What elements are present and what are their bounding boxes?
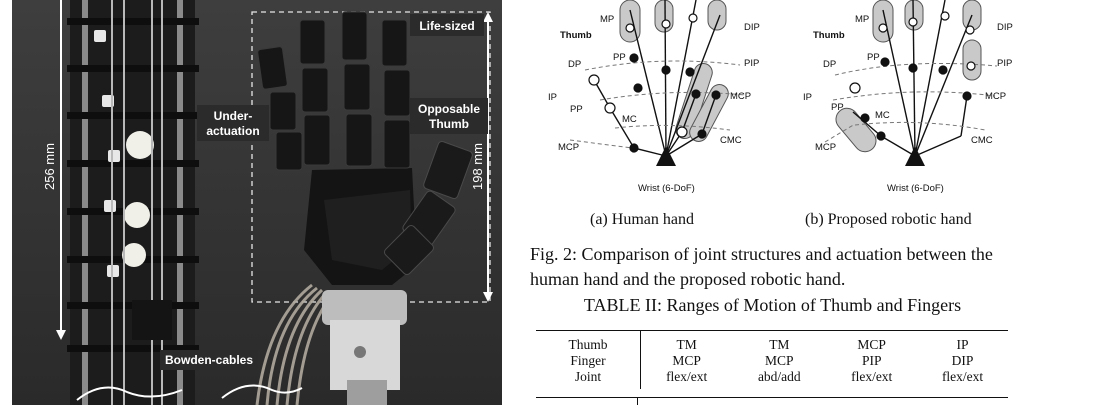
svg-text:DP: DP (568, 59, 581, 70)
label-opposable-thumb: Opposable Thumb (410, 98, 488, 134)
svg-text:MCP: MCP (558, 142, 579, 153)
svg-text:MCP: MCP (730, 91, 751, 102)
human-hand-diagram: Thumb DP IP PP MCP MP PP MC DIP PIP MCP … (548, 0, 760, 194)
svg-text:PP: PP (570, 104, 583, 115)
svg-text:MP: MP (855, 14, 869, 25)
svg-text:CMC: CMC (971, 135, 993, 146)
figure-caption: Fig. 2: Comparison of joint structures a… (530, 244, 993, 289)
svg-text:IP: IP (803, 92, 812, 103)
svg-text:MP: MP (600, 14, 614, 25)
table-rule (536, 397, 1008, 398)
table-rule (637, 398, 638, 405)
dimension-256: 256 mm (42, 0, 66, 340)
svg-text:Opposable: Opposable (418, 102, 480, 116)
svg-text:256 mm: 256 mm (42, 143, 57, 190)
svg-text:MC: MC (875, 110, 890, 121)
svg-text:Life-sized: Life-sized (419, 19, 474, 33)
svg-text:MCP: MCP (985, 91, 1006, 102)
subcaption-b: (b) Proposed robotic hand (805, 211, 972, 228)
label-life-sized: Life-sized (410, 14, 484, 36)
label-under-actuation: Under- actuation (197, 105, 269, 141)
label-bowden-cables: Bowden-cables (160, 350, 258, 370)
svg-text:CMC: CMC (720, 135, 742, 146)
svg-text:Wrist (6-DoF): Wrist (6-DoF) (887, 183, 944, 194)
svg-text:PP: PP (831, 102, 844, 113)
svg-text:PP: PP (613, 52, 626, 63)
svg-text:Wrist (6-DoF): Wrist (6-DoF) (638, 183, 695, 194)
svg-text:Thumb: Thumb (560, 30, 592, 41)
svg-text:actuation: actuation (206, 124, 259, 138)
svg-text:MCP: MCP (815, 142, 836, 153)
svg-text:198 mm: 198 mm (470, 143, 485, 190)
svg-text:PIP: PIP (997, 58, 1012, 69)
svg-text:MC: MC (622, 114, 637, 125)
svg-text:Thumb: Thumb (429, 117, 469, 131)
subcaption-a: (a) Human hand (590, 211, 694, 228)
svg-text:PIP: PIP (744, 58, 759, 69)
svg-text:IP: IP (548, 92, 557, 103)
robotic-hand-photo: 256 mm 198 mm (12, 0, 502, 405)
svg-text:Under-: Under- (214, 109, 253, 123)
svg-text:DIP: DIP (744, 22, 760, 33)
svg-text:Bowden-cables: Bowden-cables (165, 353, 253, 367)
svg-text:DIP: DIP (997, 22, 1013, 33)
svg-text:PP: PP (867, 52, 880, 63)
robotic-hand-diagram: Thumb DP IP PP MCP MP PP MC DIP PIP MCP … (803, 0, 1013, 194)
table-title: TABLE II: Ranges of Motion of Thumb and … (583, 295, 962, 315)
actuator-tower (67, 0, 199, 405)
dimension-198: 198 mm (470, 12, 493, 302)
svg-text:DP: DP (823, 59, 836, 70)
svg-text:Thumb: Thumb (813, 30, 845, 41)
